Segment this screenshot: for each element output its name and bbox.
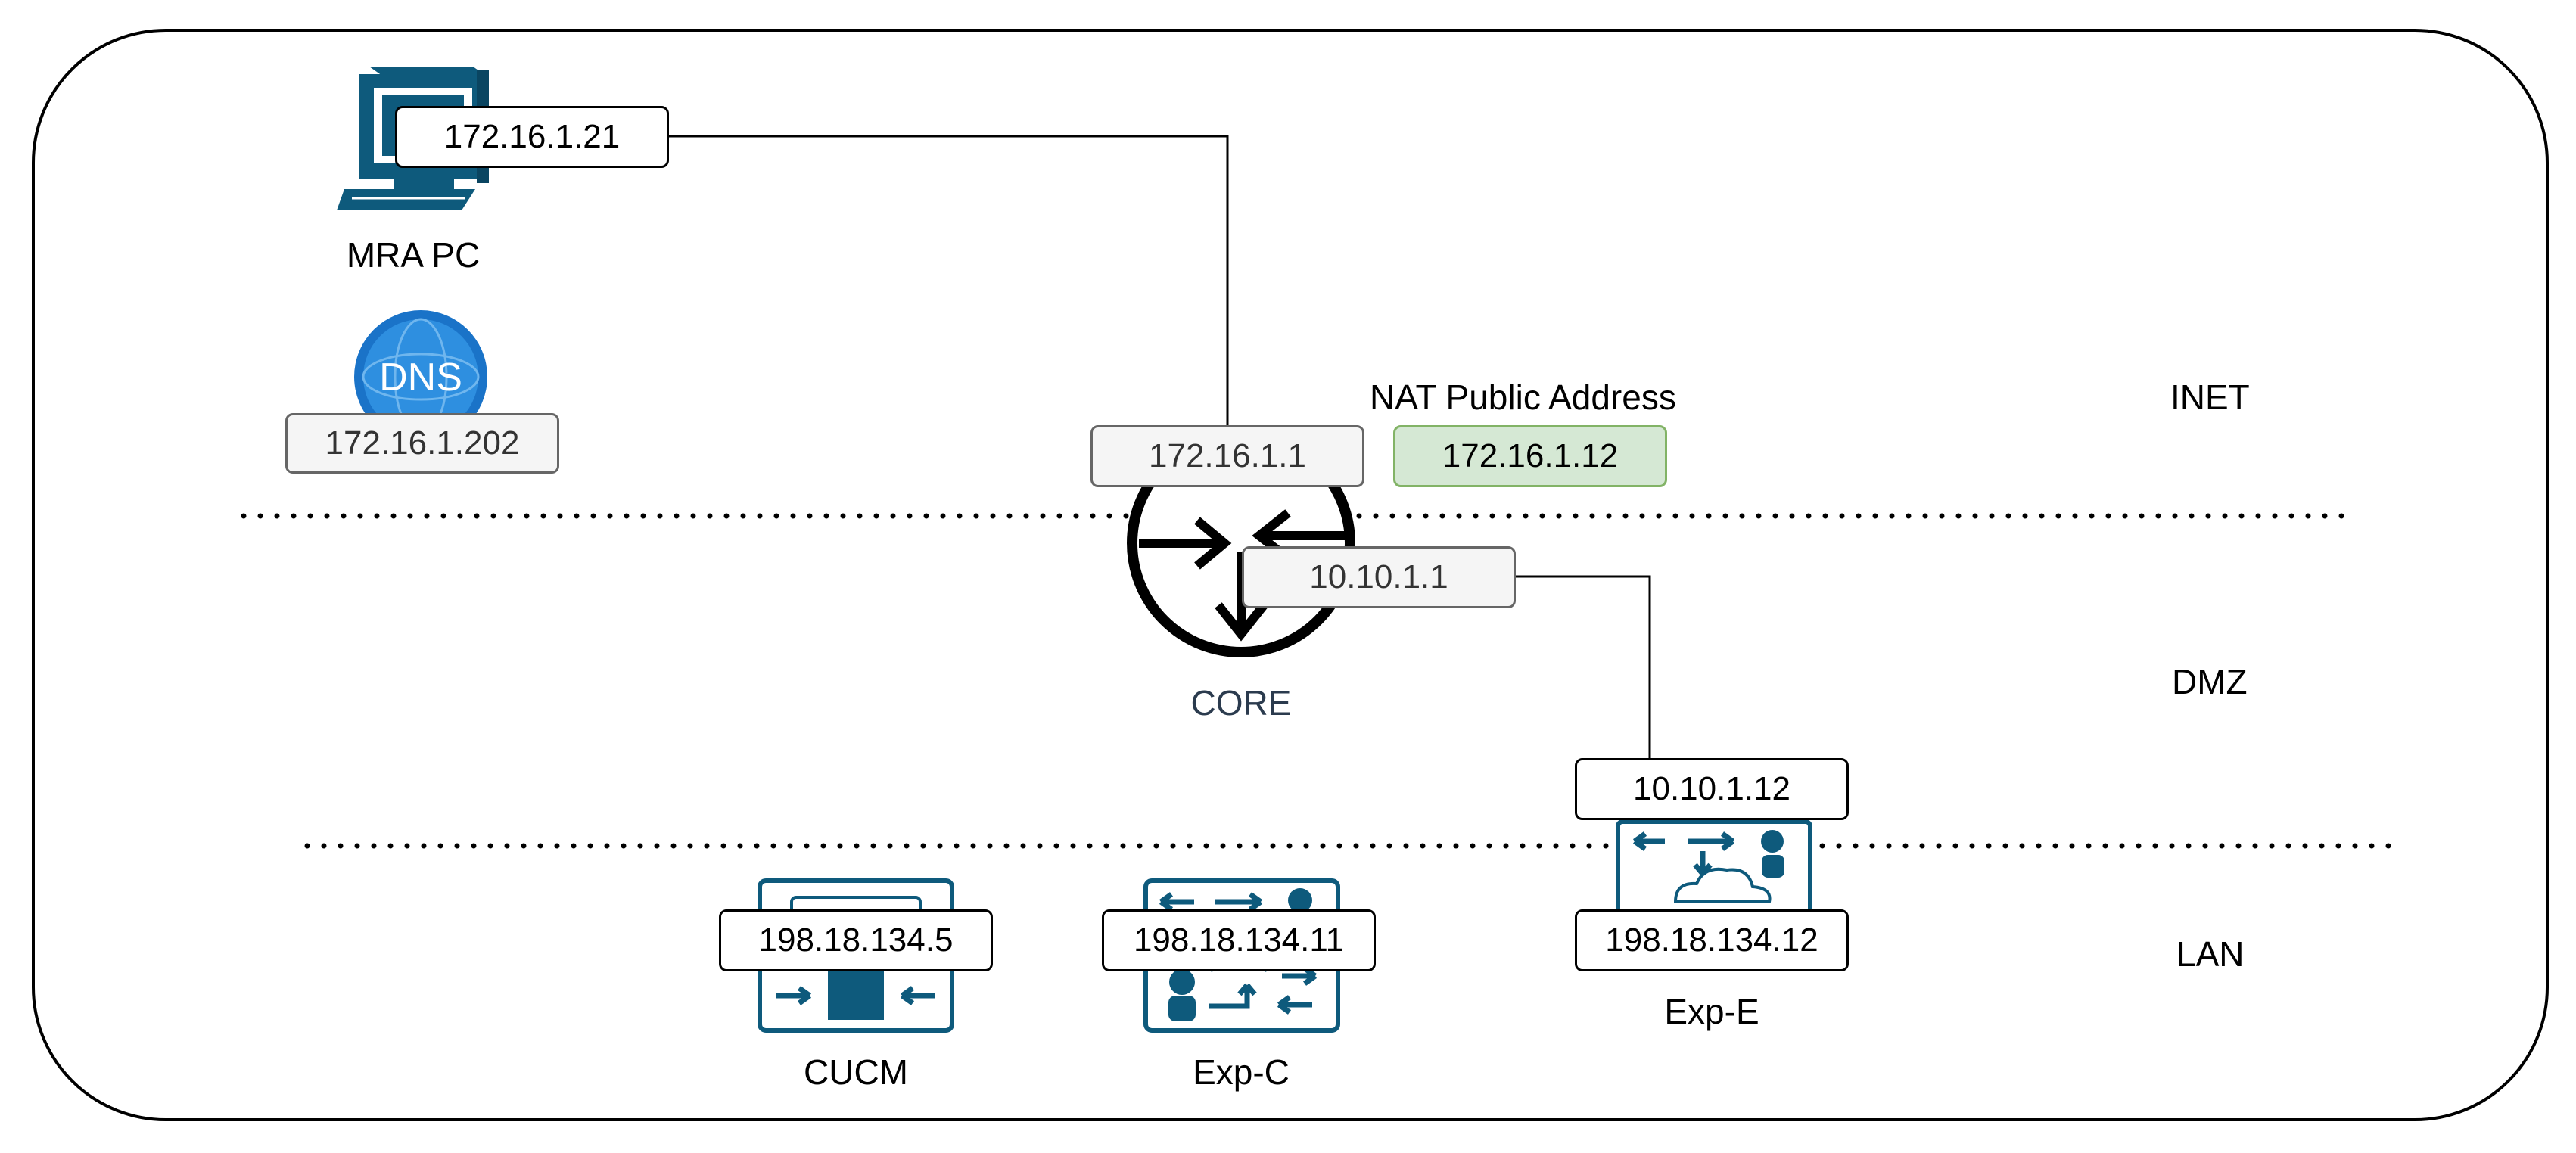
- zone-label-lan: LAN: [2176, 934, 2245, 974]
- core-label: CORE: [1190, 683, 1292, 723]
- mra-pc-ip-tag: 172.16.1.21: [395, 106, 669, 168]
- core-outside-ip-tag: 172.16.1.1: [1090, 425, 1364, 487]
- exp-e-outside-ip-tag: 10.10.1.12: [1575, 758, 1849, 820]
- nat-caption: NAT Public Address: [1370, 378, 1676, 417]
- network-boundary: [32, 29, 2549, 1121]
- core-inside-ip-tag: 10.10.1.1: [1242, 546, 1516, 608]
- exp-e-expressway-icon: [1616, 819, 1812, 918]
- cucm-ip-tag: 198.18.134.5: [719, 909, 993, 971]
- zone-label-dmz: DMZ: [2172, 662, 2248, 701]
- exp-c-ip-tag: 198.18.134.11: [1102, 909, 1376, 971]
- zone-label-inet: INET: [2170, 378, 2250, 417]
- cucm-label: CUCM: [804, 1052, 908, 1092]
- exp-e-inside-ip-tag: 198.18.134.12: [1575, 909, 1849, 971]
- link-core-exp-e: [1515, 575, 1651, 758]
- dns-icon-text: DNS: [379, 356, 462, 399]
- dns-globe-icon: DNS: [354, 310, 487, 443]
- nat-public-ip-tag: 172.16.1.12: [1393, 425, 1667, 487]
- mra-pc-label: MRA PC: [346, 235, 481, 275]
- exp-e-label: Exp-E: [1664, 992, 1759, 1031]
- link-mra-pc-core: [669, 135, 1229, 425]
- dns-ip-tag: 172.16.1.202: [285, 413, 559, 474]
- exp-c-label: Exp-C: [1193, 1052, 1290, 1092]
